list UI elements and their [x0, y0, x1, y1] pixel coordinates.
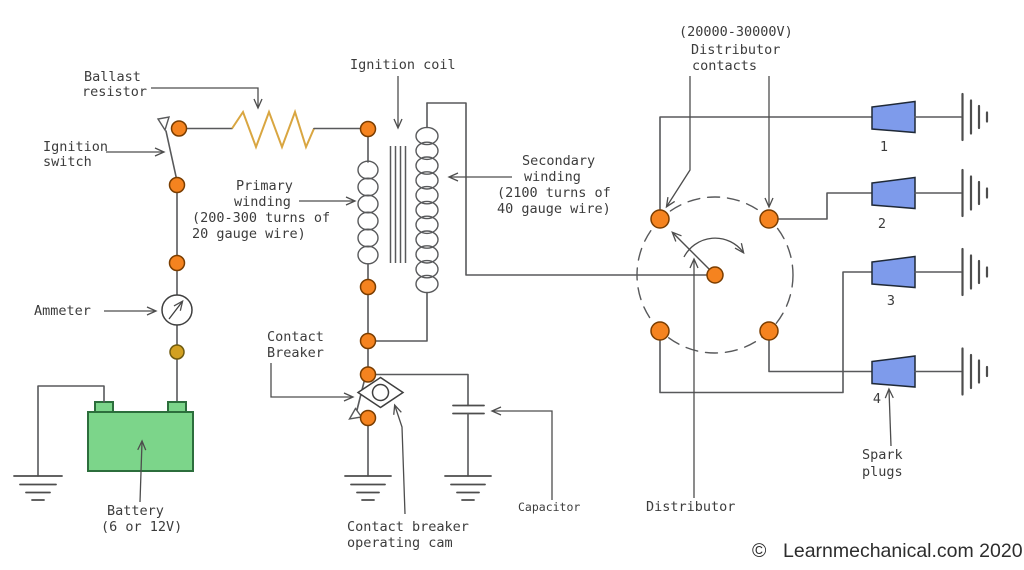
ammeter-needle	[168, 299, 184, 320]
ignition-switch-tip	[156, 116, 171, 132]
ignition-coil-label: Ignition coil	[350, 57, 456, 73]
contact-breaker-assembly	[344, 366, 492, 501]
secondary-winding-label: (2100 turns of	[497, 185, 611, 201]
ammeter-label: Ammeter	[34, 303, 91, 319]
distributor-contacts-label: (20000-30000V)	[679, 24, 793, 40]
ballast-resistor	[231, 108, 315, 150]
leader-line	[137, 439, 147, 503]
leader-line	[665, 76, 691, 209]
spark-plug	[871, 255, 916, 289]
capacitor-label: Capacitor	[518, 500, 580, 514]
ground-symbol	[344, 475, 392, 501]
high-tension-lead	[426, 102, 708, 276]
battery-body	[87, 411, 194, 472]
plug-wire-4	[768, 339, 873, 373]
spark-plug	[871, 100, 916, 134]
junction-dot	[359, 120, 377, 138]
primary-winding-label: Primary	[236, 178, 293, 194]
leader-line	[151, 87, 263, 110]
spark-plugs-label: Spark	[862, 447, 903, 463]
breaker-tip	[348, 407, 363, 420]
rotor-arm	[671, 231, 713, 273]
plug-wire-3	[659, 271, 873, 394]
primary-circuit	[13, 108, 362, 501]
plug-gap-symbol	[961, 92, 989, 142]
leader-line	[490, 406, 553, 500]
battery-label: Battery	[107, 503, 164, 519]
distributor-contacts-label: contacts	[692, 58, 757, 74]
distributor-contact	[650, 209, 670, 229]
distributor-body	[636, 196, 794, 354]
leader-line	[393, 403, 406, 515]
junction-dot	[359, 409, 377, 427]
junction-dot	[359, 332, 377, 350]
primary-winding-label: winding	[234, 194, 291, 210]
copyright-symbol: ©	[752, 540, 767, 562]
secondary-winding	[374, 102, 708, 342]
plug-number: 4	[873, 391, 881, 407]
plug-gap-symbol	[961, 347, 989, 396]
gold-junction-dot	[169, 344, 185, 360]
spark-plugs-label: plugs	[862, 464, 903, 480]
plug-wire-2	[777, 192, 873, 220]
secondary-winding-label: Secondary	[522, 153, 595, 169]
junction-dot	[359, 278, 377, 296]
plug-number: 1	[880, 139, 888, 155]
plug-number: 3	[887, 293, 895, 309]
primary-winding	[357, 135, 379, 376]
junction-dot	[168, 176, 186, 194]
copyright-text: Learnmechanical.com 2020	[783, 540, 1023, 562]
breaker-fixed-contact-dot	[359, 366, 377, 383]
distributor-contact	[759, 209, 779, 229]
primary-winding-label: 20 gauge wire)	[192, 226, 306, 242]
annotations: Ballast resistor Ignition switch Ammeter…	[34, 24, 903, 551]
ground-symbol	[444, 475, 492, 501]
footer: © Learnmechanical.com 2020	[752, 540, 1023, 562]
rotation-arrow	[683, 237, 745, 258]
plug-number: 2	[878, 216, 886, 232]
capacitor	[452, 404, 485, 415]
wire	[374, 373, 469, 407]
contact-breaker-label: Contact	[267, 329, 324, 345]
spark-plugs: 1 2 3 4	[871, 92, 989, 407]
distributor-contact	[759, 321, 779, 341]
battery-label: (6 or 12V)	[101, 519, 182, 535]
plug-gap-symbol	[961, 247, 989, 297]
ballast-resistor-label: resistor	[82, 84, 147, 100]
rotor-center-dot	[706, 266, 724, 284]
plug-wire-1	[659, 116, 873, 211]
cam-label: operating cam	[347, 535, 453, 551]
distributor	[636, 116, 873, 394]
ignition-switch-blade	[165, 130, 178, 182]
secondary-winding-label: 40 gauge wire)	[497, 201, 611, 217]
cam-shaft	[371, 383, 390, 402]
ignition-switch-label: Ignition	[43, 139, 108, 155]
distributor-contact	[650, 321, 670, 341]
contact-breaker-label: Breaker	[267, 345, 324, 361]
ignition-switch-label: switch	[43, 154, 92, 170]
spark-plug	[871, 355, 916, 388]
ballast-resistor-label: Ballast	[84, 69, 141, 85]
leader-line	[270, 363, 355, 402]
cam-label: Contact breaker	[347, 519, 469, 535]
wire	[37, 385, 105, 477]
leader-line	[884, 387, 894, 447]
distributor-label: Distributor	[646, 499, 735, 515]
plug-gap-symbol	[961, 168, 989, 218]
junction-dot	[170, 120, 188, 137]
distributor-contacts-label: Distributor	[691, 42, 780, 58]
ammeter	[161, 294, 193, 326]
secondary-winding-label: winding	[524, 169, 581, 185]
ignition-coil	[357, 102, 708, 376]
ground-symbol	[13, 475, 63, 501]
primary-winding-label: (200-300 turns of	[192, 210, 330, 226]
spark-plug	[871, 176, 916, 210]
junction-dot	[168, 254, 186, 272]
